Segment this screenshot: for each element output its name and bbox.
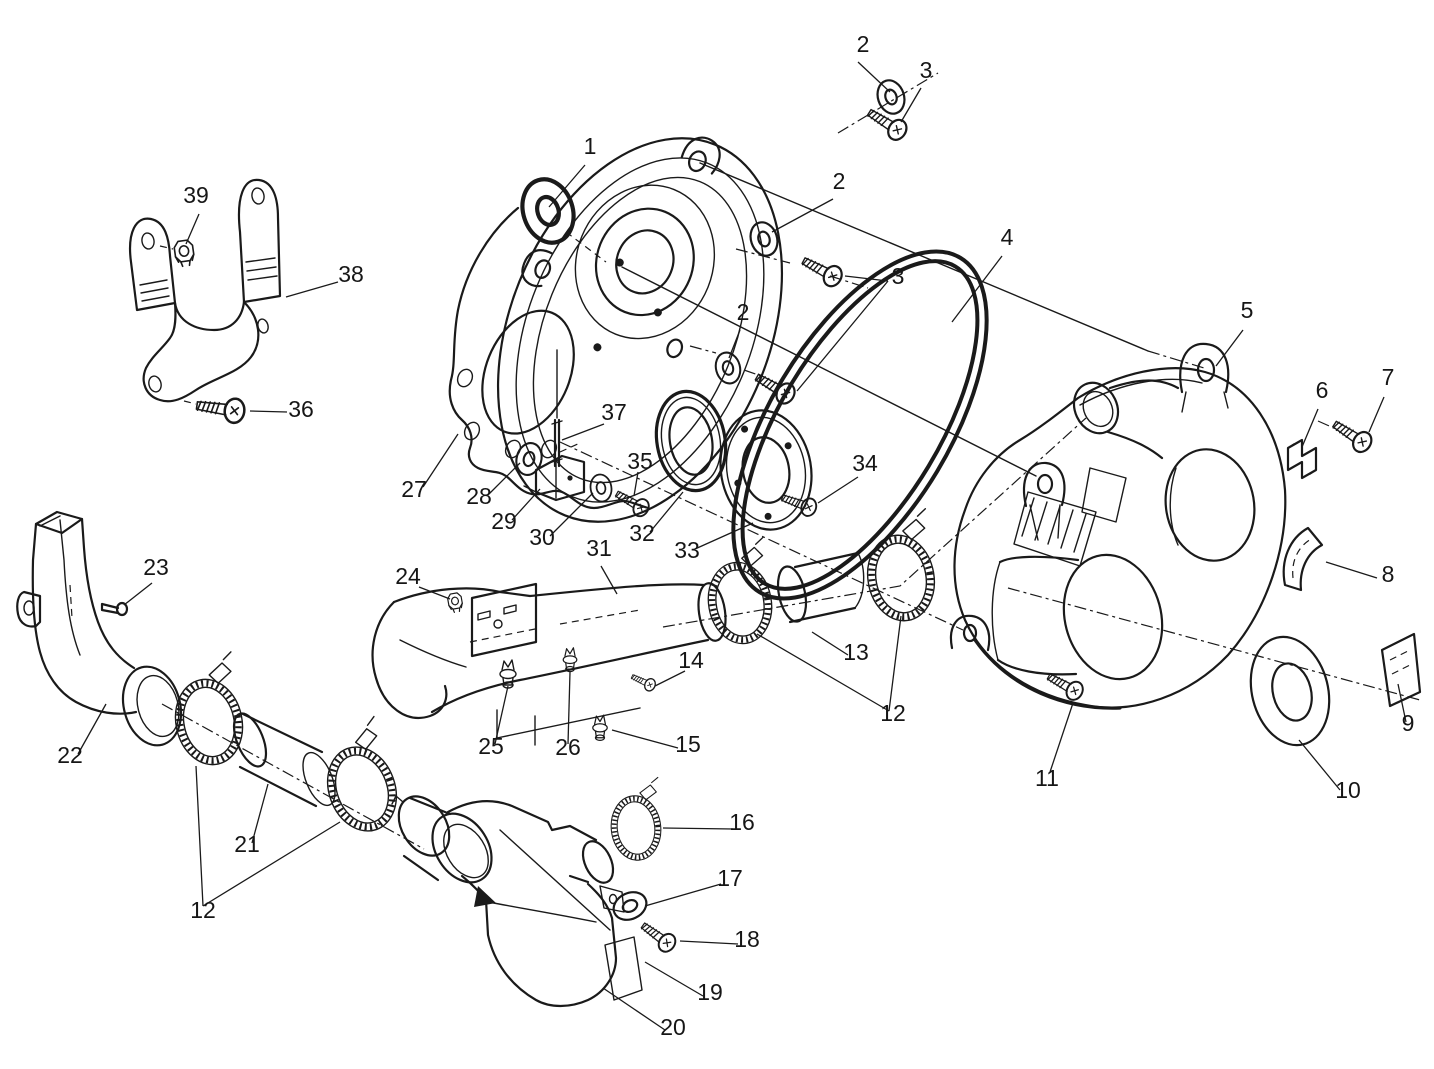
callout-2-mid: 2 [833, 168, 846, 194]
intake-snout [1072, 379, 1180, 460]
callout-3-lower: 3 [892, 263, 905, 289]
washer-2-top [872, 75, 910, 119]
clutch-drum [991, 553, 1164, 681]
screw-3-mid [797, 250, 847, 291]
label-plate [1081, 467, 1127, 523]
callout-37: 37 [601, 399, 627, 425]
cover-ear-top [1179, 342, 1230, 413]
callout-39: 39 [183, 182, 209, 208]
callout-15: 15 [675, 731, 701, 757]
hose-clamp-12c [163, 652, 253, 771]
seal-32 [654, 389, 728, 493]
decal-19 [604, 936, 643, 1001]
callout-35: 35 [627, 448, 653, 474]
washer-30 [587, 471, 615, 505]
callout-4: 4 [1001, 224, 1014, 250]
screw-14 [628, 670, 658, 694]
callout-2-lower: 2 [737, 299, 750, 325]
cover-ear-bottom [949, 614, 991, 652]
callout-28: 28 [466, 483, 492, 509]
callout-26: 26 [555, 734, 581, 760]
callout-7: 7 [1382, 364, 1395, 390]
callout-8: 8 [1382, 561, 1395, 587]
callout-19: 19 [697, 979, 723, 1005]
callout-12-right: 12 [880, 700, 906, 726]
washer-10 [1249, 635, 1331, 747]
screw-18 [636, 916, 680, 956]
bracket-bolt [183, 392, 248, 426]
washer-2-lower [711, 348, 745, 388]
callout-2-top: 2 [857, 31, 870, 57]
clamp-16 [606, 777, 666, 862]
nut-24 [446, 591, 465, 614]
hose-clamp-12d [309, 717, 410, 841]
callout-10: 10 [1335, 777, 1361, 803]
decal-9 [1380, 632, 1422, 708]
callout-34: 34 [852, 450, 878, 476]
screw-3-top [862, 102, 912, 145]
outer-clutch-cover [949, 342, 1287, 710]
callout-27: 27 [401, 476, 427, 502]
callout-30: 30 [529, 524, 555, 550]
alignment-lines [161, 72, 1421, 850]
callout-9: 9 [1402, 710, 1415, 736]
callout-21: 21 [234, 831, 260, 857]
hose-clamp-12a [699, 537, 781, 648]
callout-20: 20 [660, 1014, 686, 1040]
hose-21 [232, 712, 336, 808]
body-tab [599, 885, 625, 913]
callout-3-top: 3 [920, 57, 933, 83]
callout-12-left: 12 [190, 897, 216, 923]
callout-labels: 1 2 3 2 4 2 3 39 38 36 5 6 7 8 9 10 11 2… [57, 31, 1414, 1040]
callout-31: 31 [586, 535, 612, 561]
callout-1: 1 [584, 133, 597, 159]
callout-13: 13 [843, 639, 869, 665]
callout-24: 24 [395, 563, 421, 589]
washer-1 [515, 173, 582, 250]
leader-lines [77, 61, 1407, 1031]
bracket-nut [159, 238, 196, 268]
washer-17 [607, 885, 653, 927]
mounting-bracket [128, 178, 282, 426]
inner-clutch-cover [481, 136, 784, 523]
callout-5: 5 [1241, 297, 1254, 323]
hose-clamp-12b [857, 509, 944, 626]
callout-22: 22 [57, 742, 83, 768]
callout-23: 23 [143, 554, 169, 580]
callout-29: 29 [491, 508, 517, 534]
callout-25: 25 [478, 733, 504, 759]
clip-15 [592, 714, 608, 742]
flange-33 [719, 409, 813, 531]
clamp-bracket-29 [523, 442, 586, 502]
outlet-body [391, 795, 625, 1008]
callout-38: 38 [338, 261, 364, 287]
callout-36: 36 [288, 396, 314, 422]
callout-14: 14 [678, 647, 704, 673]
callout-11: 11 [1035, 765, 1059, 791]
pin-23 [100, 601, 129, 617]
hose-13 [776, 551, 865, 624]
callout-18: 18 [734, 926, 760, 952]
callout-33: 33 [674, 537, 700, 563]
callout-17: 17 [717, 865, 743, 891]
duct-tab [16, 590, 42, 628]
center-duct [371, 582, 727, 746]
screw-7 [1327, 414, 1377, 457]
callout-6: 6 [1316, 377, 1329, 403]
callout-16: 16 [729, 809, 755, 835]
left-duct [16, 510, 183, 747]
duct-bracket [470, 582, 538, 658]
decal-8 [1282, 526, 1324, 592]
callout-32: 32 [629, 520, 655, 546]
drive-belt [731, 249, 989, 601]
